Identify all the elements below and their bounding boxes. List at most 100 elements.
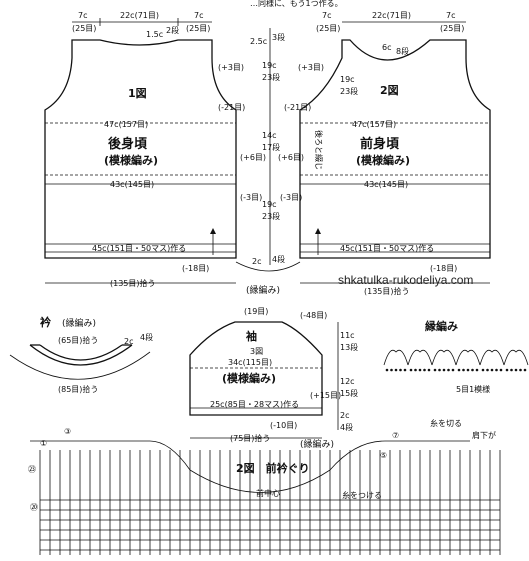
sleeve-edge: (縁編み) bbox=[300, 438, 334, 450]
front-top-right-st: (25目) bbox=[440, 24, 464, 33]
edging-chain bbox=[475, 368, 479, 372]
edging-chain bbox=[523, 368, 527, 372]
edging-motifs bbox=[383, 349, 529, 372]
front-pattern: (模様編み) bbox=[356, 153, 410, 167]
back-pattern: (模様編み) bbox=[104, 153, 158, 167]
chart-row7: ⑦ bbox=[392, 431, 399, 440]
sleeve-h12: 12c bbox=[340, 377, 355, 386]
back-side-minus21: (-21目) bbox=[218, 103, 245, 112]
front-side-plus3: (+3目) bbox=[298, 63, 324, 72]
front-dec: (-18目) bbox=[430, 264, 457, 273]
edging-scallop bbox=[479, 349, 505, 366]
edging-chain bbox=[385, 368, 389, 372]
front-name: 前身頃 bbox=[360, 136, 400, 152]
back-chest: 47c(157目) bbox=[104, 120, 148, 129]
edging-chain bbox=[423, 368, 426, 372]
front-top-left: 7c bbox=[322, 11, 332, 20]
sleeve-plus15: (+15目) bbox=[310, 391, 341, 400]
edging-scallop bbox=[503, 349, 529, 366]
front-top-right: 7c bbox=[446, 11, 456, 20]
sleeve-w: 34c(115目) bbox=[228, 358, 272, 367]
back-side-minus3: (-3目) bbox=[240, 193, 262, 202]
back-dec: (-18目) bbox=[182, 264, 209, 273]
sleeve-h2: 2c bbox=[340, 411, 350, 420]
back-neck: 1.5c bbox=[146, 30, 163, 39]
c-19b: 19c bbox=[262, 200, 277, 209]
collar-h: 2c bbox=[124, 337, 134, 346]
c-2: 2c bbox=[252, 257, 262, 266]
front-side-plus6: (+6目) bbox=[278, 153, 304, 162]
back-fig: 1図 bbox=[128, 86, 147, 100]
back-top-left: 7c bbox=[78, 11, 88, 20]
front-hem: 45c(151目・50マス)作る bbox=[340, 243, 434, 253]
front-rows-19: 19c bbox=[340, 75, 355, 84]
front-chest: 47c(157目) bbox=[352, 120, 396, 129]
chart-shoulder: 肩下が bbox=[472, 430, 496, 440]
back-name: 後身頃 bbox=[108, 136, 148, 152]
c-19a: 19c bbox=[262, 61, 277, 70]
edging-chain bbox=[471, 368, 474, 372]
back-top-right: 7c bbox=[194, 11, 204, 20]
front-piece: 7c (25目) 22c(71目) 7c (25目) 6c 8段 2図 (+3目… bbox=[278, 11, 491, 296]
edging-chain bbox=[499, 368, 503, 372]
edging-chain bbox=[466, 368, 470, 372]
edging-scallop bbox=[383, 349, 409, 366]
chart-title: 2図 前衿ぐり bbox=[236, 461, 310, 475]
edging-chain bbox=[510, 368, 513, 372]
c-17: 17段 bbox=[262, 142, 280, 152]
sleeve-piece: (19目) (-48目) 袖 3図 34c(115目) (模様編み) 25c(8… bbox=[189, 307, 358, 450]
edging-chain bbox=[414, 368, 417, 372]
watermark: shkatulka-rukodeliya.com bbox=[338, 273, 473, 287]
back-pickup: (135目)拾う bbox=[110, 278, 156, 288]
edging-chain bbox=[403, 368, 407, 372]
edging-chain bbox=[447, 368, 450, 372]
edging-chain bbox=[519, 368, 522, 372]
sleeve-pickup: (75目)拾う bbox=[230, 433, 270, 443]
sleeve-fig: 3図 bbox=[250, 347, 263, 356]
edging-chain bbox=[481, 368, 485, 372]
c-25-rows: 3段 bbox=[272, 32, 285, 42]
chart-row23: ㉓ bbox=[28, 465, 36, 474]
edging-chain bbox=[394, 368, 398, 372]
c-edge: (縁編み) bbox=[246, 284, 280, 296]
front-top-left-st: (25目) bbox=[316, 24, 340, 33]
edging-chain bbox=[427, 368, 431, 372]
edging-chain bbox=[490, 368, 494, 372]
chart-grid bbox=[39, 450, 501, 555]
collar-piece: 衿 (縁編み) (65目)拾う (85目)拾う 2c 4段 bbox=[9, 315, 153, 394]
sleeve-h11: 11c bbox=[340, 331, 355, 340]
collar-title: 衿 bbox=[40, 315, 51, 329]
sleeve-pattern: (模様編み) bbox=[222, 371, 276, 385]
back-waist: 43c(145目) bbox=[110, 180, 154, 189]
edging-chain bbox=[438, 368, 441, 372]
chart-center: 前中心 bbox=[256, 488, 280, 498]
back-top-mid: 22c(71目) bbox=[120, 11, 159, 20]
edging-title: 縁編み bbox=[425, 319, 458, 333]
sleeve-cuff: 25c(85目・28マス)作る bbox=[210, 399, 299, 409]
sleeve-top-dec: (-48目) bbox=[300, 311, 327, 320]
front-waist: 43c(145目) bbox=[364, 180, 408, 189]
edging-scallop bbox=[431, 349, 457, 366]
chart-row3: ③ bbox=[64, 427, 71, 436]
edging-chain bbox=[462, 368, 465, 372]
chart-row1: ① bbox=[40, 439, 47, 448]
back-top-right-st: (25目) bbox=[186, 24, 210, 33]
sleeve-dec: (-10目) bbox=[270, 421, 297, 430]
edging-scallop bbox=[407, 349, 433, 366]
sleeve-top: (19目) bbox=[244, 307, 268, 316]
front-rows-23: 23段 bbox=[340, 86, 358, 96]
chart-row20: ⑳ bbox=[30, 503, 38, 512]
back-side-plus3: (+3目) bbox=[218, 63, 244, 72]
c-4: 4段 bbox=[272, 254, 285, 264]
front-top-mid: 22c(71目) bbox=[372, 11, 411, 20]
edging-chain bbox=[457, 368, 461, 372]
back-side-plus6: (+6目) bbox=[240, 153, 266, 162]
back-neck-rows: 2段 bbox=[166, 25, 179, 35]
collar-h-rows: 4段 bbox=[140, 332, 153, 342]
edging-chain bbox=[390, 368, 393, 372]
front-fig: 2図 bbox=[380, 83, 399, 97]
center-measures: 2.5c 3段 19c 23段 14c 17段 19c 23段 2c 4段 (縁… bbox=[235, 28, 301, 296]
front-neck-rows: 8段 bbox=[396, 46, 409, 56]
